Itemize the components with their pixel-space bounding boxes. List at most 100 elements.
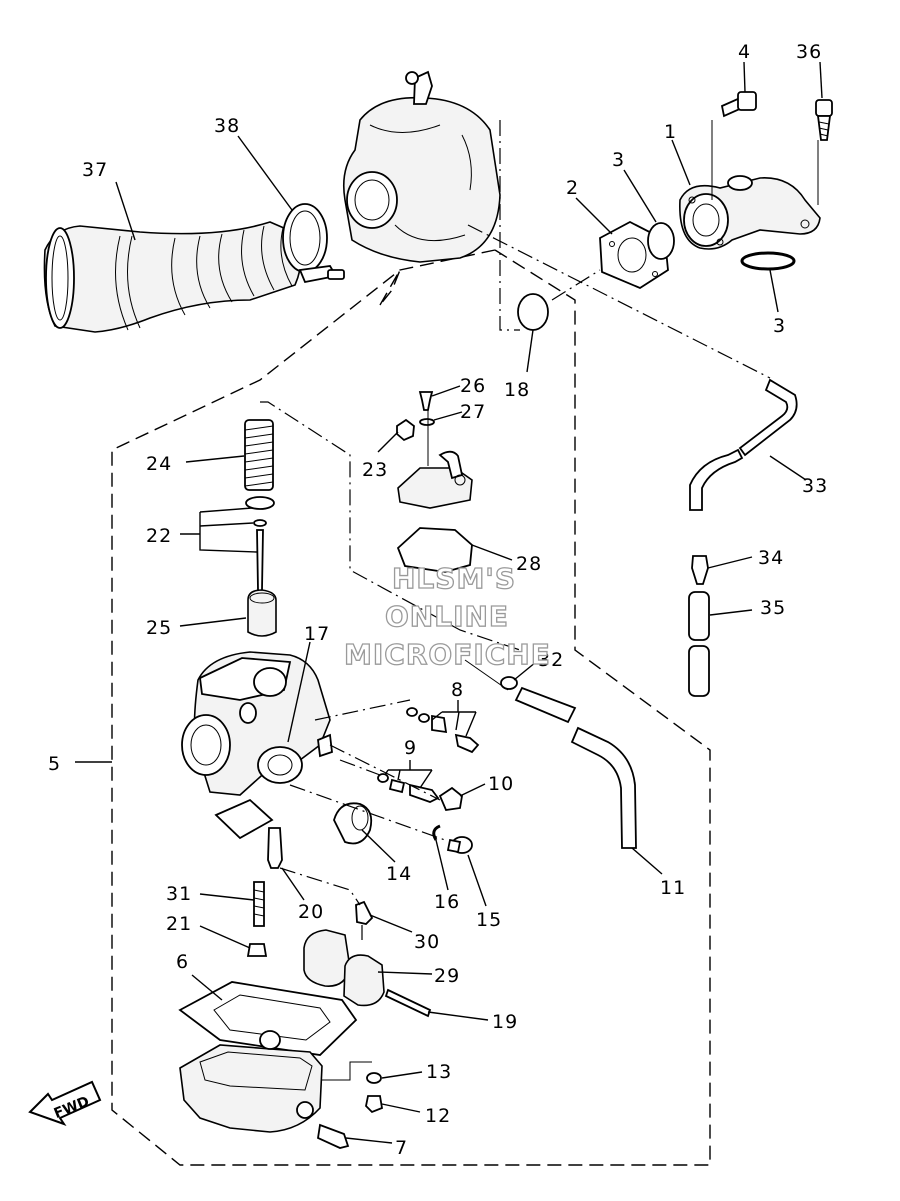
- callout-5: 5: [48, 753, 61, 775]
- fitting-34: [691, 555, 709, 585]
- gasket-18: [517, 293, 549, 331]
- nut-23: [396, 418, 415, 442]
- assembly-line: [499, 120, 520, 331]
- callout-33: 33: [802, 475, 828, 497]
- float-chamber: [179, 1030, 323, 1133]
- callout-23: 23: [362, 459, 388, 481]
- o-ring-upper: [647, 222, 675, 260]
- callout-10: 10: [488, 773, 514, 795]
- float-chamber-gasket: [178, 981, 358, 1056]
- o-ring-lower: [740, 251, 796, 271]
- assembly-line: [314, 699, 411, 721]
- pilot-screw-set-8: [406, 707, 480, 754]
- air-cleaner-joint: [43, 221, 303, 333]
- screw-15: [446, 836, 473, 854]
- air-cleaner-case: [342, 70, 501, 263]
- callout-8: 8: [451, 679, 464, 701]
- assembly-line: [260, 401, 521, 651]
- callout-25: 25: [146, 617, 172, 639]
- assembly-line: [464, 659, 509, 691]
- callout-21: 21: [166, 913, 192, 935]
- washer-27: [419, 418, 435, 426]
- callout-14: 14: [386, 863, 412, 885]
- callout-3-upper: 3: [612, 149, 625, 171]
- callout-28: 28: [516, 553, 542, 575]
- callout-3-lower: 3: [773, 315, 786, 337]
- callout-30: 30: [414, 931, 440, 953]
- float-29: [303, 929, 385, 1007]
- manifold-screw: [815, 99, 833, 141]
- washer-13: [366, 1072, 382, 1084]
- breather-hose-33: [689, 378, 798, 511]
- callout-32: 32: [538, 649, 564, 671]
- assembly-line: [551, 269, 601, 301]
- callout-29: 29: [434, 965, 460, 987]
- clip-16: [432, 824, 441, 841]
- callout-17: 17: [304, 623, 330, 645]
- needle-clip: [253, 519, 267, 527]
- gasket-inner: [213, 994, 331, 1041]
- callout-27: 27: [460, 401, 486, 423]
- main-jet-21: [246, 943, 268, 957]
- carb-top-cover: [397, 450, 473, 509]
- callout-26: 26: [460, 375, 486, 397]
- assembly-boundary: [111, 249, 711, 1166]
- callout-35: 35: [760, 597, 786, 619]
- callout-4: 4: [738, 41, 751, 63]
- spring-seat-washer: [245, 496, 275, 510]
- callout-labels: 1 2 3 3 4 5 6 7 8 9 10 11 12 13 14 15 16…: [48, 41, 828, 1159]
- callout-16: 16: [434, 891, 460, 913]
- watermark-line-3: MICROFICHE: [344, 638, 551, 671]
- screw-12: [365, 1095, 384, 1114]
- plug-10: [438, 786, 463, 811]
- assembly-line: [467, 224, 771, 379]
- callout-24: 24: [146, 453, 172, 475]
- hose-35-lower: [688, 645, 710, 697]
- carburetor-body: [181, 651, 333, 840]
- callout-36: 36: [796, 41, 822, 63]
- callout-31: 31: [166, 883, 192, 905]
- callout-37: 37: [82, 159, 108, 181]
- watermark: HLSM'S ONLINE MICROFICHE: [343, 561, 551, 671]
- throttle-valve: [247, 589, 277, 637]
- drain-screw-7: [317, 1123, 350, 1149]
- intake-manifold: [679, 175, 821, 250]
- throttle-spring: [244, 419, 274, 491]
- callout-1: 1: [664, 121, 677, 143]
- callout-11: 11: [660, 877, 686, 899]
- watermark-line-2: ONLINE: [385, 600, 509, 633]
- callout-13: 13: [426, 1061, 452, 1083]
- callout-19: 19: [492, 1011, 518, 1033]
- watermark-line-1: HLSM'S: [392, 562, 516, 595]
- assembly-line: [379, 269, 401, 306]
- jet-needle: [256, 529, 264, 599]
- main-jet-holder-20: [267, 827, 283, 869]
- callout-20: 20: [298, 901, 324, 923]
- manifold-bolt: [720, 91, 757, 118]
- float-needle-30: [355, 900, 374, 925]
- leader-lines: [75, 61, 823, 1144]
- needle-jet-31: [253, 881, 265, 927]
- callout-18: 18: [504, 379, 530, 401]
- float-pin-19: [384, 988, 432, 1018]
- assembly-line: [339, 759, 381, 776]
- assembly-line: [322, 1061, 372, 1081]
- hose-clamp: [282, 203, 345, 284]
- hose-35-upper: [688, 591, 710, 641]
- hose-clip-32: [500, 676, 518, 690]
- callout-22: 22: [146, 525, 172, 547]
- callout-15: 15: [476, 909, 502, 931]
- callout-9: 9: [404, 737, 417, 759]
- plug-cap-14: [333, 802, 373, 845]
- top-gasket: [396, 527, 473, 573]
- assembly-line: [329, 744, 441, 801]
- cap-screw-26: [418, 391, 434, 411]
- callout-12: 12: [425, 1105, 451, 1127]
- throttle-stop-screw-set-9: [377, 773, 440, 803]
- callout-6: 6: [176, 951, 189, 973]
- callout-2: 2: [566, 177, 579, 199]
- callout-38: 38: [214, 115, 240, 137]
- assembly-line: [279, 867, 361, 906]
- callout-7: 7: [395, 1137, 408, 1159]
